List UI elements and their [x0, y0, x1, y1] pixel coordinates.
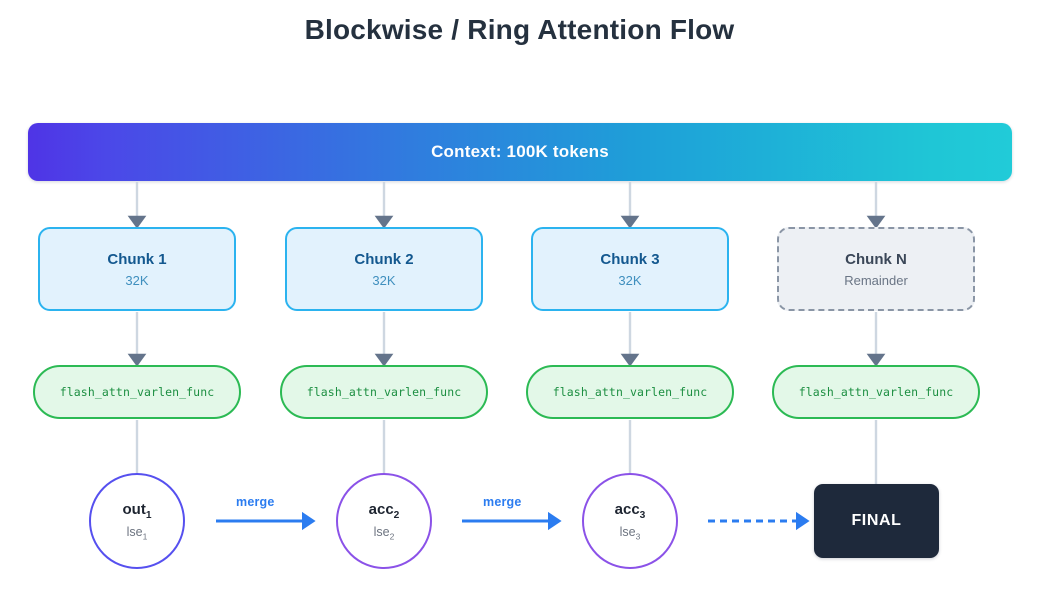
- context-bar-label: Context: 100K tokens: [431, 142, 609, 161]
- connector-context-to-chunks: [127, 182, 886, 229]
- merge-label-2: merge: [483, 495, 522, 509]
- chunk-title: Chunk 2: [354, 250, 414, 268]
- chunk-title: Chunk 1: [107, 250, 167, 268]
- kernel-pill-1[interactable]: flash_attn_varlen_func: [33, 365, 241, 419]
- kernel-pill-n[interactable]: flash_attn_varlen_func: [772, 365, 980, 419]
- chunk-subtitle: 32K: [618, 272, 642, 288]
- accumulator-circle-3[interactable]: acc3 lse3: [582, 473, 678, 569]
- chunk-subtitle: 32K: [125, 272, 149, 288]
- chunk-box-3[interactable]: Chunk 3 32K: [531, 227, 729, 311]
- accumulator-circle-2[interactable]: acc2 lse2: [336, 473, 432, 569]
- accumulator-main-label: acc3: [614, 500, 646, 521]
- chunk-title: Chunk 3: [600, 250, 660, 268]
- accumulator-main-label: out1: [122, 500, 152, 521]
- accumulator-lse-label: lse1: [126, 524, 148, 542]
- connector-chunks-to-kernels: [127, 312, 886, 367]
- accumulator-circle-1[interactable]: out1 lse1: [89, 473, 185, 569]
- kernel-label: flash_attn_varlen_func: [306, 385, 462, 399]
- accumulator-lse-label: lse3: [619, 524, 641, 542]
- kernel-pill-2[interactable]: flash_attn_varlen_func: [280, 365, 488, 419]
- kernel-label: flash_attn_varlen_func: [552, 385, 708, 399]
- chunk-subtitle: Remainder: [844, 272, 908, 288]
- merge-label-1: merge: [236, 495, 275, 509]
- accumulator-main-label: acc2: [368, 500, 400, 521]
- kernel-label: flash_attn_varlen_func: [798, 385, 954, 399]
- final-output-box[interactable]: FINAL: [814, 484, 939, 558]
- chunk-box-1[interactable]: Chunk 1 32K: [38, 227, 236, 311]
- kernel-label: flash_attn_varlen_func: [59, 385, 215, 399]
- final-label: FINAL: [851, 512, 902, 529]
- connector-kernels-to-accumulators: [135, 420, 878, 485]
- page-title: Blockwise / Ring Attention Flow: [304, 14, 735, 45]
- chunk-box-n[interactable]: Chunk N Remainder: [777, 227, 975, 311]
- context-bar: Context: 100K tokens: [28, 123, 1012, 181]
- chunk-subtitle: 32K: [372, 272, 396, 288]
- chunk-box-2[interactable]: Chunk 2 32K: [285, 227, 483, 311]
- kernel-pill-3[interactable]: flash_attn_varlen_func: [526, 365, 734, 419]
- chunk-title: Chunk N: [845, 250, 907, 268]
- accumulator-lse-label: lse2: [373, 524, 395, 542]
